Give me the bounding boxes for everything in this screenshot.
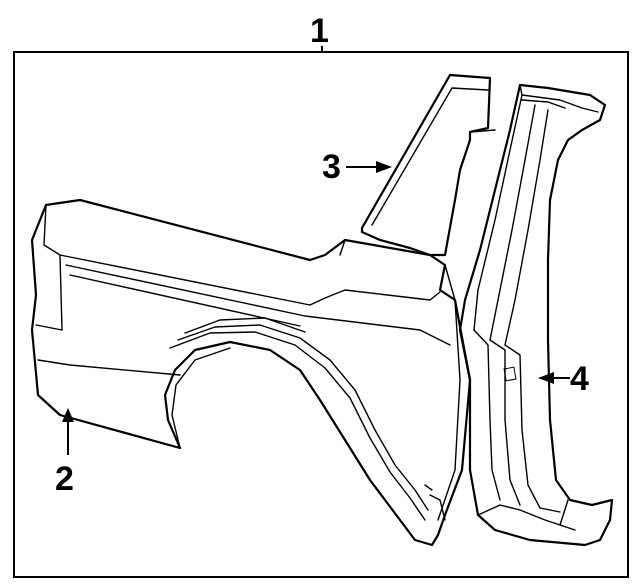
callout-2: 2 bbox=[55, 408, 74, 498]
callout-2-label: 2 bbox=[55, 460, 74, 498]
callout-4: 4 bbox=[538, 360, 589, 398]
assembly-bracket: 1 bbox=[13, 12, 629, 578]
callout-1-label: 1 bbox=[310, 12, 329, 50]
inner-pillar bbox=[458, 83, 614, 547]
callout-3-label: 3 bbox=[322, 148, 341, 186]
pillar-panel bbox=[360, 73, 496, 257]
callout-4-label: 4 bbox=[570, 360, 589, 398]
callout-3: 3 bbox=[322, 148, 392, 186]
quarter-panel bbox=[30, 198, 472, 547]
